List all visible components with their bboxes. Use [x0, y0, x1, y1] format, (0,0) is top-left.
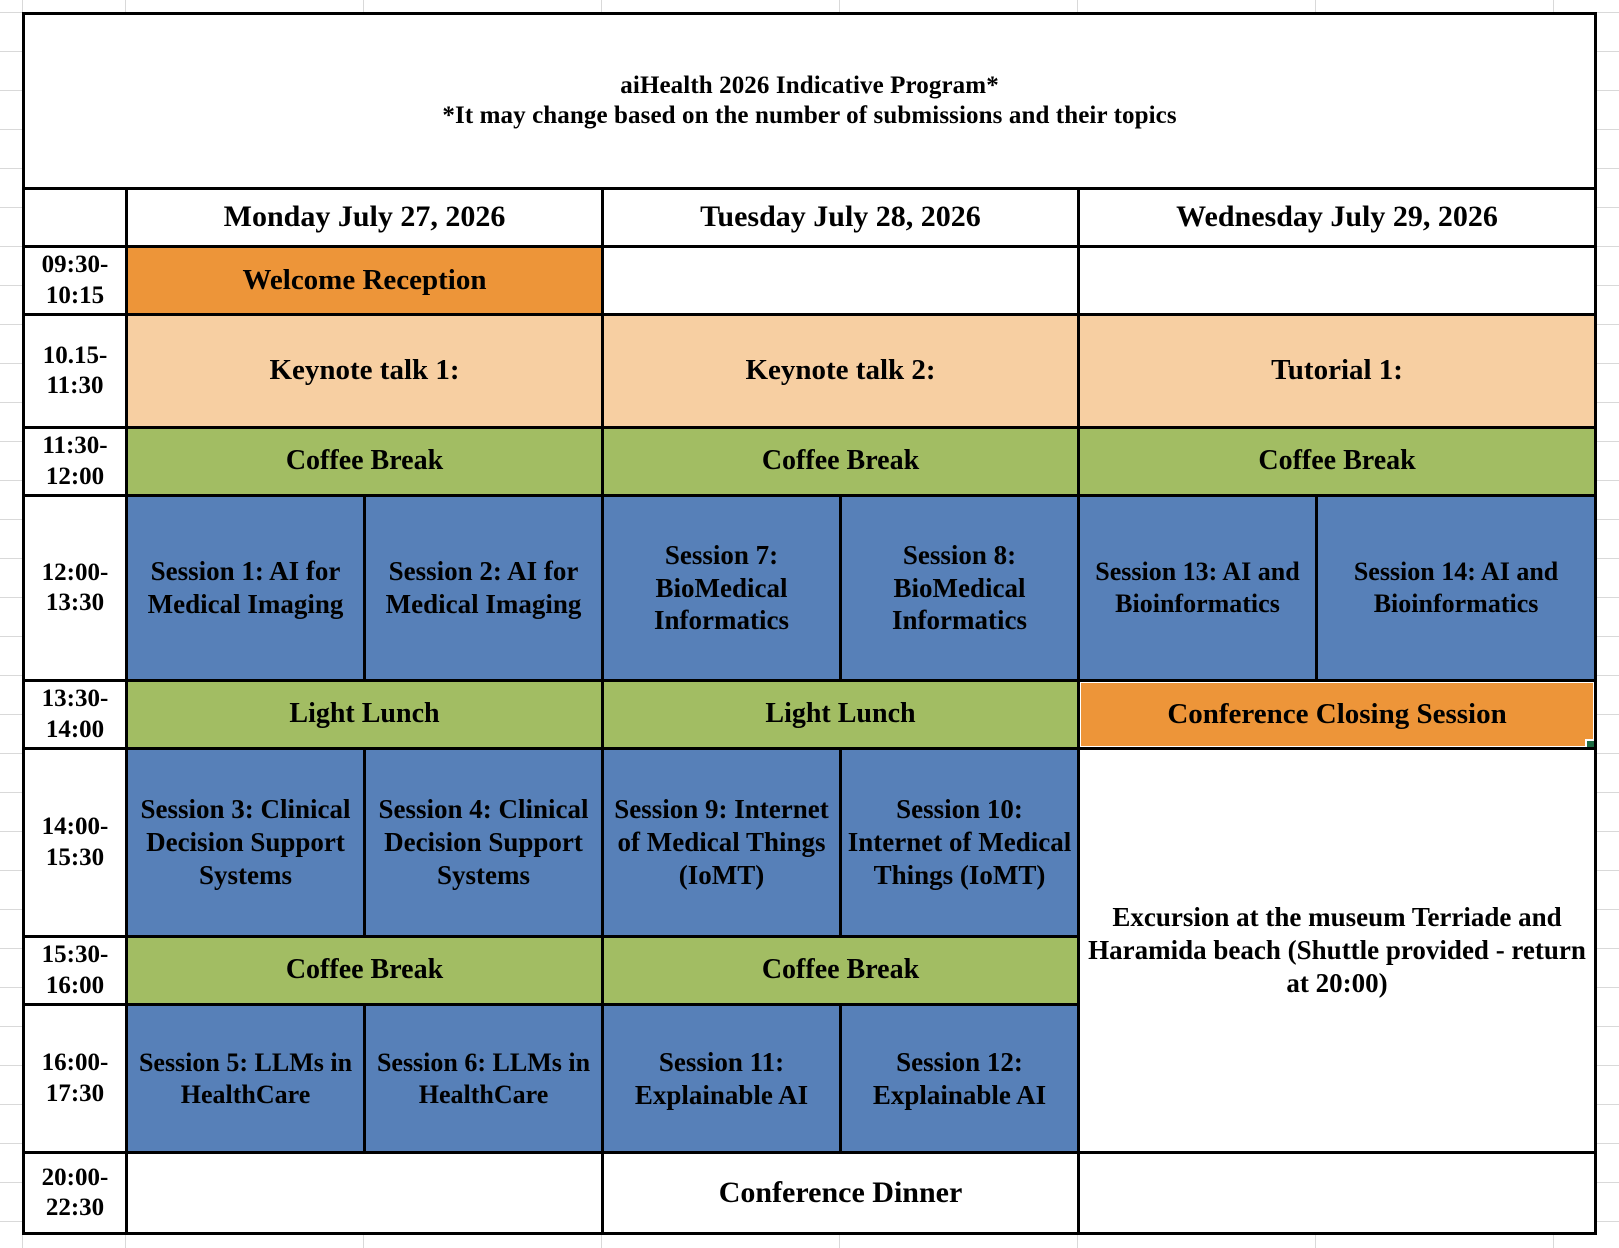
day-header-monday[interactable]: Monday July 27, 2026: [125, 187, 604, 248]
table-row-2000: 20:00-22:30 Conference Dinner: [22, 1151, 1598, 1235]
cell-empty-wed-2000[interactable]: [1076, 1151, 1598, 1235]
cell-session-12[interactable]: Session 12: Explainable AI: [839, 1003, 1080, 1154]
cell-keynote-talk-2[interactable]: Keynote talk 2:: [601, 313, 1080, 429]
cell-empty-tue-0930[interactable]: [601, 245, 1080, 316]
cell-welcome-reception[interactable]: Welcome Reception: [125, 245, 604, 316]
cell-session-8[interactable]: Session 8: BioMedical Informatics: [839, 494, 1080, 682]
program-title-cell[interactable]: aiHealth 2026 Indicative Program* *It ma…: [21, 12, 1598, 190]
time-slot-0930-1015[interactable]: 09:30-10:15: [22, 245, 128, 316]
cell-coffee-break-mon-am[interactable]: Coffee Break: [125, 426, 604, 497]
cell-session-1[interactable]: Session 1: AI for Medical Imaging: [125, 494, 366, 682]
cell-session-6[interactable]: Session 6: LLMs in HealthCare: [363, 1003, 604, 1154]
day-header-tuesday[interactable]: Tuesday July 28, 2026: [601, 187, 1080, 248]
day-header-wednesday[interactable]: Wednesday July 29, 2026: [1076, 187, 1598, 248]
time-column-header[interactable]: [22, 187, 128, 248]
cell-empty-wed-0930[interactable]: [1076, 245, 1598, 316]
cell-session-9[interactable]: Session 9: Internet of Medical Things (I…: [601, 747, 842, 938]
time-slot-1530-1600[interactable]: 15:30-16:00: [22, 935, 128, 1006]
cell-excursion[interactable]: Excursion at the museum Terriade and Har…: [1076, 747, 1598, 1154]
program-title-line2: *It may change based on the number of su…: [442, 102, 1177, 129]
table-row-title: aiHealth 2026 Indicative Program* *It ma…: [21, 12, 1598, 190]
conference-program-table[interactable]: aiHealth 2026 Indicative Program* *It ma…: [21, 12, 1598, 1235]
cell-session-3[interactable]: Session 3: Clinical Decision Support Sys…: [125, 747, 366, 938]
cell-session-10[interactable]: Session 10: Internet of Medical Things (…: [839, 747, 1080, 938]
cell-session-4[interactable]: Session 4: Clinical Decision Support Sys…: [363, 747, 604, 938]
time-slot-1130-1200[interactable]: 11:30-12:00: [22, 426, 128, 497]
table-row-1530: 15:30-16:00 Coffee Break Coffee Break: [22, 935, 1596, 1006]
cell-session-5[interactable]: Session 5: LLMs in HealthCare: [125, 1003, 366, 1154]
table-row-1015: 10.15-11:30 Keynote talk 1: Keynote talk…: [22, 313, 1598, 429]
time-slot-1015-1130[interactable]: 10.15-11:30: [22, 313, 128, 429]
cell-coffee-break-tue-pm[interactable]: Coffee Break: [601, 935, 1080, 1006]
time-slot-1200-1330[interactable]: 12:00-13:30: [22, 494, 128, 682]
cell-session-14[interactable]: Session 14: AI and Bioinformatics: [1314, 494, 1598, 682]
table-row-1200: 12:00-13:30 Session 1: AI for Medical Im…: [22, 494, 1598, 682]
table-row-0930: 09:30-10:15 Welcome Reception: [22, 245, 1598, 316]
cell-coffee-break-wed-am[interactable]: Coffee Break: [1076, 426, 1598, 497]
cell-conference-closing-session[interactable]: Conference Closing Session: [1076, 679, 1598, 750]
time-slot-1600-1730[interactable]: 16:00-17:30: [22, 1003, 128, 1154]
fill-handle[interactable]: [1585, 739, 1593, 746]
cell-session-7[interactable]: Session 7: BioMedical Informatics: [601, 494, 842, 682]
cell-session-13[interactable]: Session 13: AI and Bioinformatics: [1077, 494, 1318, 682]
table-row-day-headers: Monday July 27, 2026 Tuesday July 28, 20…: [22, 187, 1598, 248]
cell-conference-dinner[interactable]: Conference Dinner: [601, 1151, 1080, 1235]
conference-closing-session-label: Conference Closing Session: [1167, 697, 1507, 730]
cell-empty-mon-2000[interactable]: [125, 1151, 604, 1235]
cell-keynote-talk-1[interactable]: Keynote talk 1:: [125, 313, 604, 429]
cell-light-lunch-tue[interactable]: Light Lunch: [601, 679, 1080, 750]
table-row-1330: 13:30-14:00 Light Lunch Light Lunch Conf…: [22, 679, 1598, 750]
time-slot-1330-1400[interactable]: 13:30-14:00: [22, 679, 128, 750]
cell-session-2[interactable]: Session 2: AI for Medical Imaging: [363, 494, 604, 682]
time-slot-1400-1530[interactable]: 14:00-15:30: [22, 747, 128, 938]
cell-light-lunch-mon[interactable]: Light Lunch: [125, 679, 604, 750]
cell-coffee-break-mon-pm[interactable]: Coffee Break: [125, 935, 604, 1006]
time-slot-2000-2230[interactable]: 20:00-22:30: [22, 1151, 128, 1235]
cell-tutorial-1[interactable]: Tutorial 1:: [1076, 313, 1598, 429]
program-schedule-sheet[interactable]: aiHealth 2026 Indicative Program* *It ma…: [21, 12, 1598, 1235]
table-row-1400: 14:00-15:30 Session 3: Clinical Decision…: [22, 747, 1598, 1154]
cell-coffee-break-tue-am[interactable]: Coffee Break: [601, 426, 1080, 497]
table-row-1600: 16:00-17:30 Session 5: LLMs in HealthCar…: [22, 1003, 1596, 1154]
table-row-1130: 11:30-12:00 Coffee Break Coffee Break Co…: [22, 426, 1598, 497]
program-title-line1: aiHealth 2026 Indicative Program*: [620, 71, 999, 99]
cell-session-11[interactable]: Session 11: Explainable AI: [601, 1003, 842, 1154]
